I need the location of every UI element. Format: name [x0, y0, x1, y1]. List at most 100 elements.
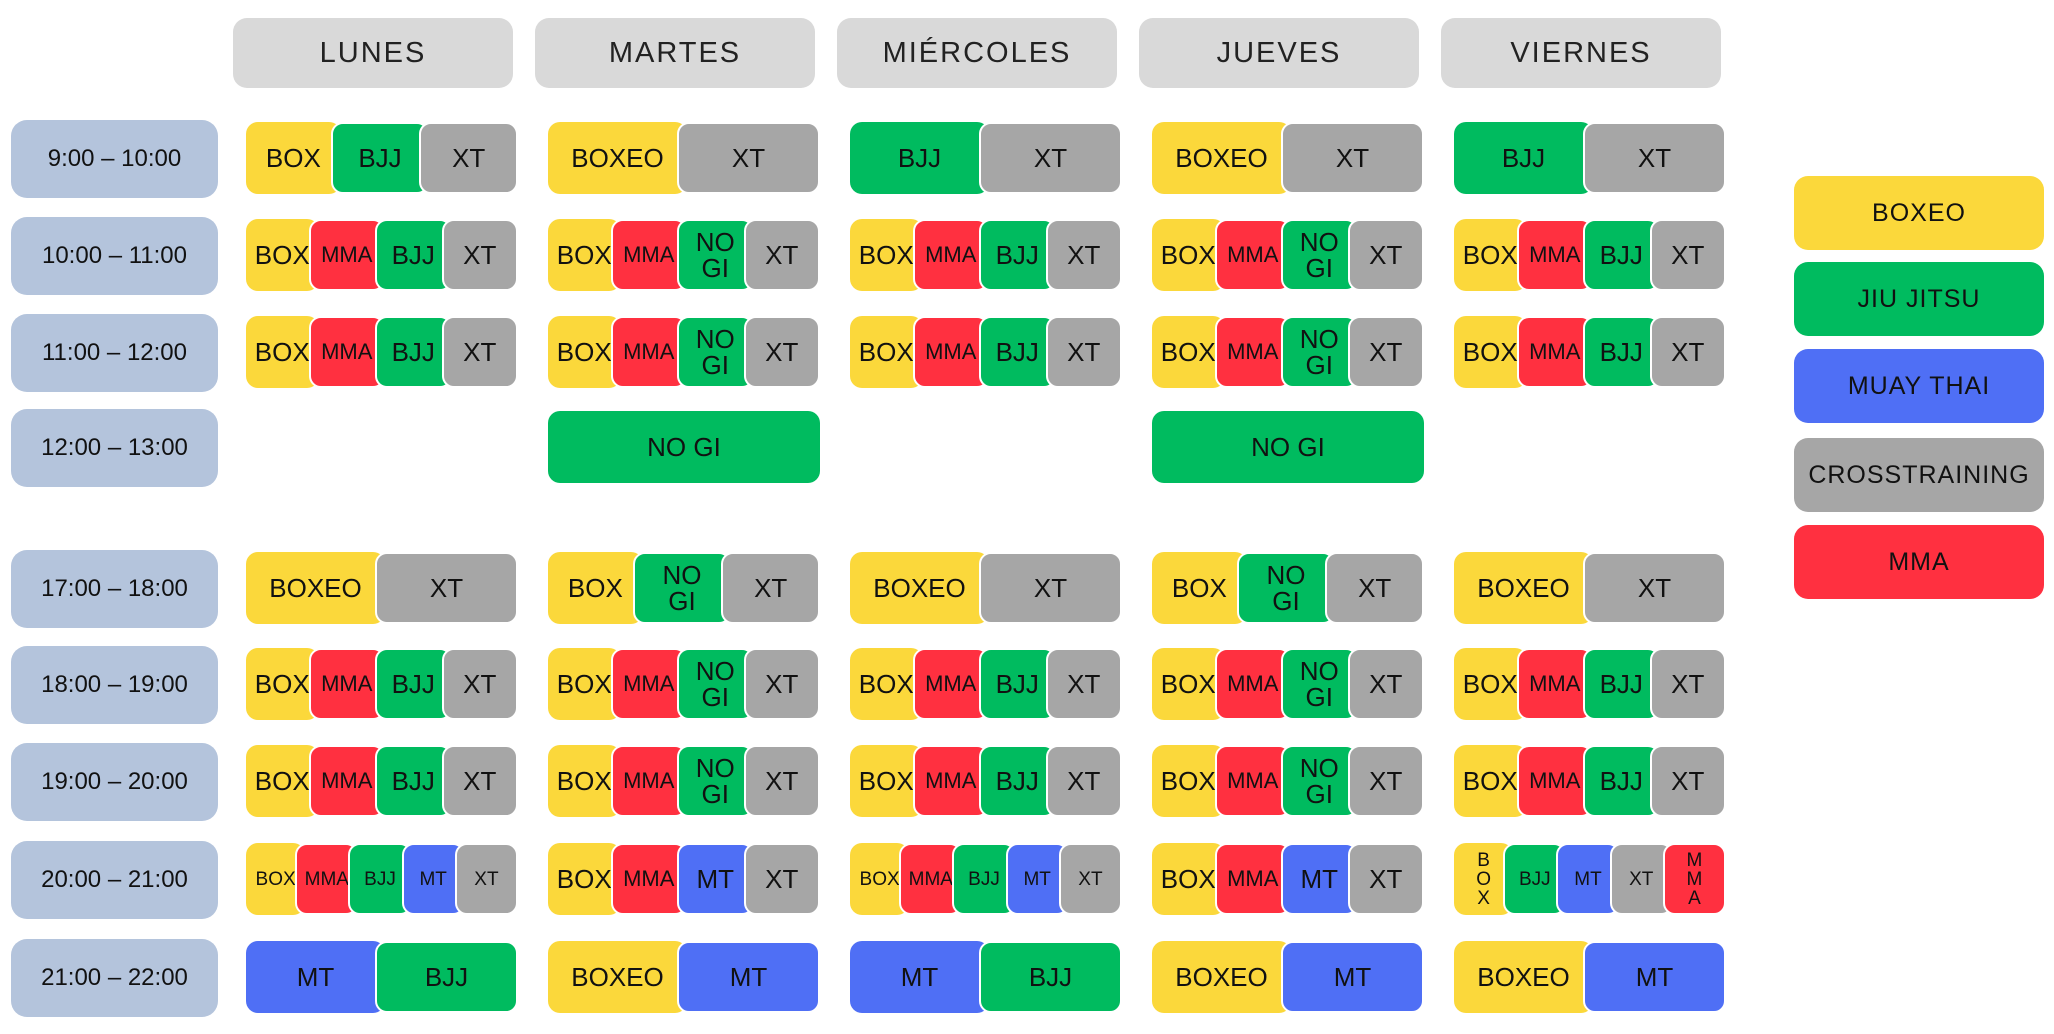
class-chip: XT	[1281, 122, 1424, 194]
legend-item: MUAY THAI	[1794, 349, 2044, 423]
class-chip: MT	[1281, 941, 1424, 1013]
class-chip: BOX	[1454, 745, 1527, 817]
class-chip: XT	[1045, 219, 1122, 291]
class-chip: MMA	[912, 219, 989, 291]
class-chip: BOX	[1152, 552, 1247, 624]
class-chip: MMA	[1516, 745, 1593, 817]
day-header-lunes: LUNES	[233, 18, 513, 88]
class-chip: BOX	[1152, 843, 1225, 915]
class-chip: XT	[1583, 552, 1726, 624]
class-chip: XT	[1347, 648, 1424, 720]
class-chip: BOX	[246, 648, 319, 720]
class-chip: NO GI	[677, 219, 754, 291]
class-chip: BJJ	[1583, 219, 1660, 291]
legend-item: CROSSTRAINING	[1794, 438, 2044, 512]
class-chip: BOX	[548, 745, 621, 817]
class-chip: XT	[677, 122, 820, 194]
class-chip: XT	[375, 552, 518, 624]
class-chip: BOX	[1152, 648, 1225, 720]
class-chip: XT	[743, 745, 820, 817]
class-chip: BOX	[1152, 316, 1225, 388]
class-chip: MMA	[308, 316, 385, 388]
class-chip: XT	[1609, 843, 1673, 915]
time-slot: 21:00 – 22:00	[11, 939, 218, 1017]
class-chip: XT	[441, 219, 518, 291]
class-chip: MMA	[1214, 648, 1291, 720]
class-chip: BOX	[246, 316, 319, 388]
class-chip: XT	[1045, 316, 1122, 388]
class-chip: NO GI	[632, 552, 732, 624]
class-chip: XT	[743, 648, 820, 720]
class-chip: XT	[1649, 219, 1726, 291]
class-chip: XT	[454, 843, 519, 915]
time-slot: 9:00 – 10:00	[11, 120, 218, 198]
class-chip: MMA	[308, 648, 385, 720]
class-chip: XT	[1347, 745, 1424, 817]
class-chip: NO GI	[677, 745, 754, 817]
class-chip: BJJ	[375, 316, 452, 388]
schedule-cell: NO GI	[1152, 411, 1424, 483]
time-slot: 10:00 – 11:00	[11, 217, 218, 295]
class-chip: XT	[1347, 316, 1424, 388]
class-chip: XT	[1045, 648, 1122, 720]
class-chip: NO GI	[1281, 745, 1358, 817]
legend-item: MMA	[1794, 525, 2044, 599]
schedule-cell: NO GI	[548, 411, 820, 483]
class-chip: MMA	[912, 648, 989, 720]
class-chip: BOX	[548, 648, 621, 720]
class-chip: BJJ	[1583, 745, 1660, 817]
legend-item: JIU JITSU	[1794, 262, 2044, 336]
class-chip: MMA	[308, 219, 385, 291]
class-chip: BJJ	[348, 843, 412, 915]
class-chip: BOX	[246, 122, 341, 194]
class-chip: XT	[979, 122, 1122, 194]
class-chip: BOXEO	[1152, 122, 1291, 194]
class-chip: BOX	[850, 745, 923, 817]
class-chip: NO GI	[1281, 219, 1358, 291]
class-chip: MMA	[912, 316, 989, 388]
class-chip: BOXEO	[246, 552, 385, 624]
class-chip: XT	[743, 219, 820, 291]
class-chip: XT	[441, 745, 518, 817]
class-chip: BOX	[850, 648, 923, 720]
class-chip: BOXEO	[1152, 941, 1291, 1013]
class-chip: MT	[1005, 843, 1069, 915]
class-chip: MT	[1583, 941, 1726, 1013]
class-chip: MT	[677, 941, 820, 1013]
class-chip: NO GI	[1281, 648, 1358, 720]
class-chip: MMA	[610, 648, 687, 720]
class-chip: BOX	[548, 219, 621, 291]
class-chip: BOX	[1454, 219, 1527, 291]
class-chip: MMA	[308, 745, 385, 817]
class-chip: XT	[441, 648, 518, 720]
class-chip: BJJ	[979, 219, 1056, 291]
class-chip: XT	[441, 316, 518, 388]
class-chip: BOXEO	[548, 941, 687, 1013]
class-chip: BOX	[850, 316, 923, 388]
class-chip: BJJ	[375, 941, 518, 1013]
class-chip: MMA	[912, 745, 989, 817]
class-chip: NO GI	[548, 411, 820, 483]
class-chip: XT	[743, 316, 820, 388]
